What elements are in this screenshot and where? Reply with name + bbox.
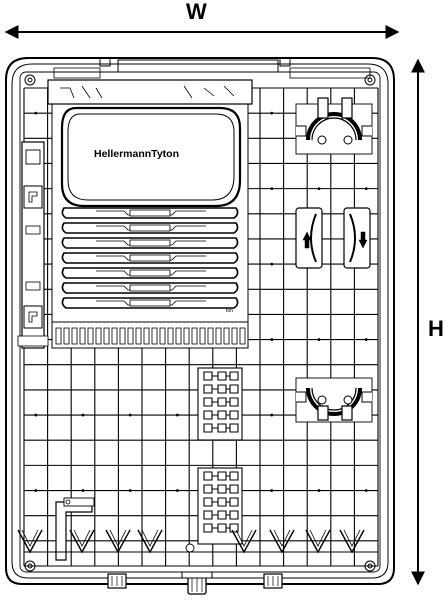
height-dimension: H [411,58,444,586]
connector-block-lower [197,467,243,545]
right-cable-guide-top [295,97,373,155]
up-arrow-icon [302,231,312,249]
height-label: H [428,316,444,341]
bottom-feet [107,543,283,595]
fiber-routing-clips [295,207,371,269]
right-cable-guide-bottom [295,377,373,423]
cable-entry-notches [17,529,378,554]
width-label: W [186,0,207,24]
width-dimension: W [4,0,400,39]
bottom-left-cable-holder [55,497,95,561]
connector-block-upper [197,367,243,441]
brand-label: HellermannTyton [94,148,179,160]
fiber-comb [55,327,246,345]
splice-cassette: HellermannTyton ton [47,79,253,349]
tray-stack [61,207,239,309]
tray-mark: ton [226,308,233,314]
left-cable-clamps [17,141,49,349]
down-arrow-icon [358,231,368,249]
